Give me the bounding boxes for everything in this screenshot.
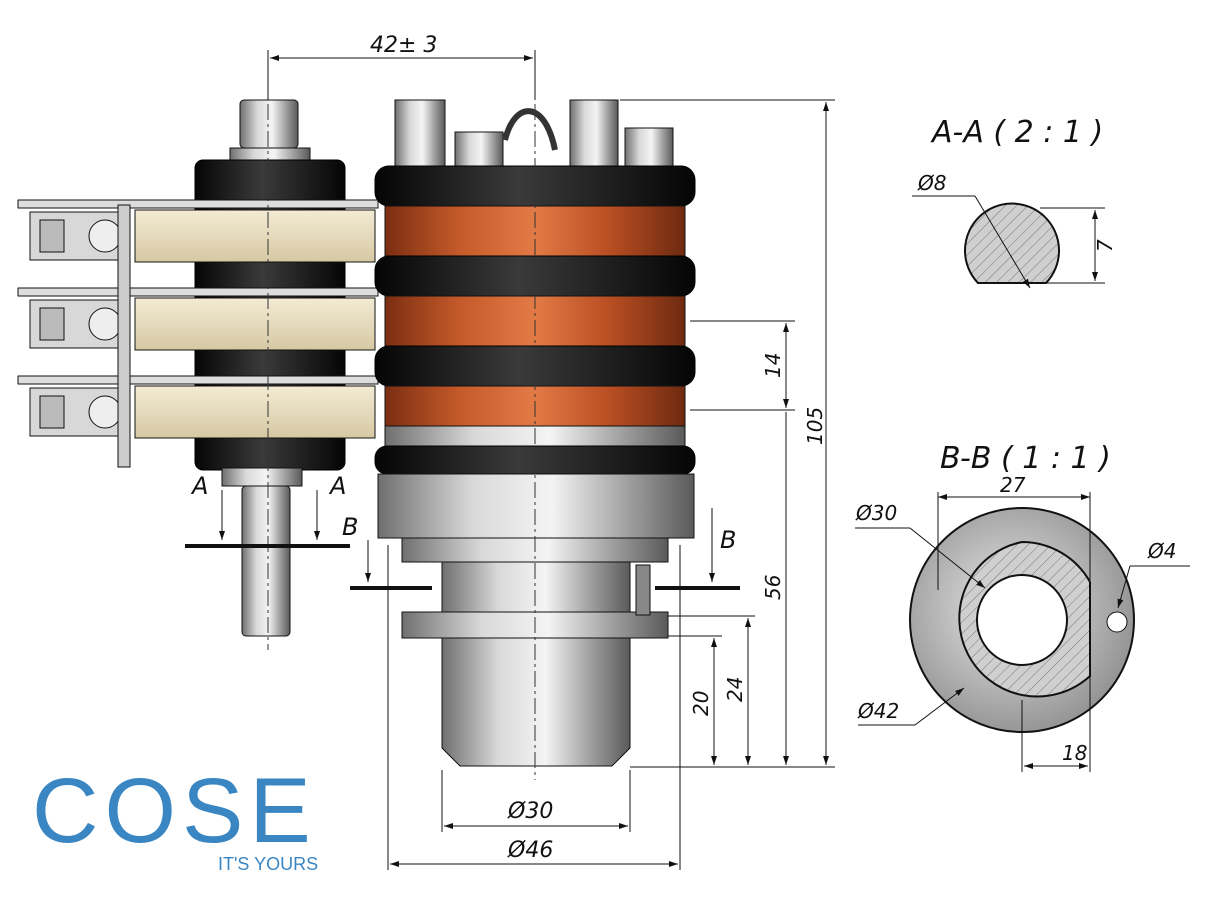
dim-d30: Ø30 [507, 799, 553, 824]
section-bb-bore [976, 574, 1068, 666]
logo-tagline: IT'S YOURS [218, 854, 318, 874]
side-bracket [117, 204, 131, 468]
brush-arm-2 [17, 287, 379, 351]
brush-holder-assembly [17, 50, 379, 650]
section-bb-offset: 18 [1062, 741, 1087, 765]
section-bb-title: B-B ( 1 : 1 ) [940, 441, 1111, 476]
brush-arm-1 [17, 199, 379, 263]
cut-label-b-right: B [720, 526, 736, 554]
cut-label-b-left: B [342, 513, 358, 541]
dim-ring-pitch: 14 [761, 353, 785, 378]
dim-d46: Ø46 [507, 838, 553, 863]
lead-wire [502, 108, 558, 151]
section-bb-outer-dia: Ø42 [857, 699, 899, 723]
set-screw [635, 564, 651, 616]
dim-h24: 24 [723, 677, 747, 702]
section-aa: A-A ( 2 : 1 ) Ø8 7 [912, 115, 1117, 289]
terminal-3 [569, 99, 619, 167]
slip-ring-body [374, 50, 696, 780]
cut-line-b: B B [342, 508, 740, 590]
section-bb: B-B ( 1 : 1 ) 27 Ø30 Ø42 Ø4 18 [855, 441, 1190, 772]
top-nut [239, 99, 299, 149]
logo-brand: COSE [32, 760, 317, 862]
section-bb-inner-dia: Ø30 [855, 501, 897, 525]
brush-arm-3 [17, 375, 379, 439]
dimensions [267, 50, 835, 870]
hub [441, 561, 631, 613]
dim-spacing: 42± 3 [370, 33, 437, 58]
section-bb-width: 27 [1000, 473, 1026, 497]
dim-h20: 20 [689, 691, 713, 716]
dim-h56: 56 [761, 575, 785, 600]
section-aa-dia: Ø8 [917, 171, 946, 195]
terminal-4 [624, 127, 674, 167]
mount-shaft [241, 485, 291, 637]
bore-sleeve [441, 637, 631, 767]
flange [377, 473, 695, 539]
section-bb-hole [1106, 611, 1128, 633]
terminal-1 [394, 99, 446, 167]
cut-label-a-right: A [328, 472, 346, 500]
section-aa-title: A-A ( 2 : 1 ) [930, 115, 1103, 150]
cut-label-a-left: A [190, 472, 208, 500]
cose-logo: COSE IT'S YOURS [32, 760, 318, 874]
section-aa-profile [964, 202, 1060, 284]
section-bb-hole-dia: Ø4 [1147, 539, 1176, 563]
dim-height-total: 105 [803, 407, 827, 445]
cut-line-a: A A [185, 472, 350, 548]
section-aa-flat: 7 [1093, 239, 1117, 252]
terminal-2 [454, 131, 504, 167]
